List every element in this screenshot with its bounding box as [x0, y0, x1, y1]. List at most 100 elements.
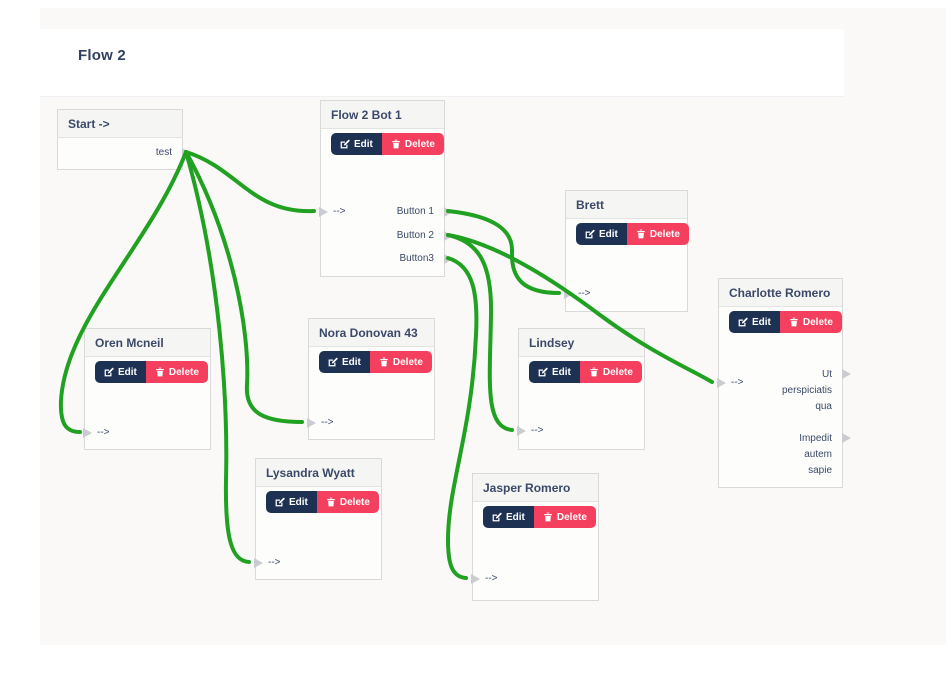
node-actions: Edit Delete [483, 506, 596, 528]
edit-icon [538, 367, 548, 377]
node-title: Oren Mcneil [85, 329, 210, 357]
delete-button-label: Delete [802, 316, 833, 328]
delete-button[interactable]: Delete [145, 361, 208, 383]
edit-button-label: Edit [342, 356, 361, 368]
flow-node-start[interactable]: Start -> test [57, 109, 191, 170]
edit-button-label: Edit [752, 316, 771, 328]
input-port-label: --> [578, 288, 591, 299]
output-connector-icon[interactable] [444, 207, 453, 217]
input-port-label: --> [268, 557, 281, 568]
edit-button-label: Edit [289, 496, 308, 508]
delete-button[interactable]: Delete [626, 223, 689, 245]
trash-icon [392, 139, 400, 149]
input-connector-icon[interactable] [307, 418, 316, 428]
edit-button[interactable]: Edit [529, 361, 580, 383]
edit-button-label: Edit [354, 138, 373, 150]
delete-button-label: Delete [649, 228, 680, 240]
delete-button-label: Delete [556, 511, 587, 523]
node-actions: Edit Delete [319, 351, 432, 373]
input-connector-icon[interactable] [83, 428, 92, 438]
output-connector-icon[interactable] [842, 433, 851, 443]
input-port-label: --> [485, 573, 498, 584]
edit-button[interactable]: Edit [483, 506, 534, 528]
flow-node-bot[interactable]: Flow 2 Bot 1 Edit Delete --> Button 1 Button … [319, 100, 453, 277]
delete-button-label: Delete [404, 138, 435, 150]
delete-button-label: Delete [339, 496, 370, 508]
node-actions: Edit Delete [529, 361, 642, 383]
node-actions: Edit Delete [331, 133, 444, 155]
trash-icon [790, 317, 798, 327]
delete-button[interactable]: Delete [533, 506, 596, 528]
delete-button[interactable]: Delete [369, 351, 432, 373]
node-title: Lindsey [519, 329, 644, 357]
page-title: Flow 2 [78, 47, 126, 64]
trash-icon [327, 497, 335, 507]
output-port-label: Button 1 [396, 206, 434, 217]
output-port-label: test [155, 147, 172, 158]
trash-icon [590, 367, 598, 377]
node-title: Lysandra Wyatt [256, 459, 381, 487]
node-title: Charlotte Romero [719, 279, 842, 307]
node-title: Flow 2 Bot 1 [321, 101, 444, 129]
edit-button-label: Edit [506, 511, 525, 523]
trash-icon [544, 512, 552, 522]
output-port-label: Ut perspiciatis qua [781, 369, 832, 412]
delete-button[interactable]: Delete [381, 133, 444, 155]
edit-button[interactable]: Edit [576, 223, 627, 245]
node-actions: Edit Delete [95, 361, 208, 383]
trash-icon [156, 367, 164, 377]
input-connector-icon[interactable] [471, 574, 480, 584]
node-actions: Edit Delete [576, 223, 689, 245]
input-port-label: --> [531, 425, 544, 436]
input-connector-icon[interactable] [319, 207, 328, 217]
output-connector-icon[interactable] [444, 231, 453, 241]
flow-header: Flow 2 [40, 29, 844, 97]
delete-button[interactable]: Delete [779, 311, 842, 333]
edit-button[interactable]: Edit [729, 311, 780, 333]
edit-button-label: Edit [118, 366, 137, 378]
node-actions: Edit Delete [266, 491, 379, 513]
edit-icon [275, 497, 285, 507]
input-port-label: --> [97, 427, 110, 438]
output-connector-icon[interactable] [182, 148, 191, 158]
edit-icon [328, 357, 338, 367]
edit-icon [492, 512, 502, 522]
input-port-label: --> [731, 377, 744, 388]
output-port-label: Impedit autem sapie [799, 433, 832, 476]
delete-button-label: Delete [602, 366, 633, 378]
input-connector-icon[interactable] [517, 426, 526, 436]
output-connector-icon[interactable] [444, 254, 453, 264]
edit-icon [104, 367, 114, 377]
edit-button[interactable]: Edit [266, 491, 317, 513]
input-connector-icon[interactable] [564, 289, 573, 299]
edit-icon [340, 139, 350, 149]
input-port-label: --> [321, 417, 334, 428]
delete-button-label: Delete [392, 356, 423, 368]
input-connector-icon[interactable] [254, 558, 263, 568]
node-title: Jasper Romero [473, 474, 598, 502]
edit-button[interactable]: Edit [331, 133, 382, 155]
node-actions: Edit Delete [729, 311, 842, 333]
edit-icon [585, 229, 595, 239]
delete-button[interactable]: Delete [316, 491, 379, 513]
output-connector-icon[interactable] [842, 369, 851, 379]
edit-button[interactable]: Edit [319, 351, 370, 373]
edit-icon [738, 317, 748, 327]
output-port-label: Button 2 [396, 230, 434, 241]
node-title: Start -> [58, 110, 182, 138]
input-port-label: --> [333, 206, 346, 217]
delete-button[interactable]: Delete [579, 361, 642, 383]
trash-icon [637, 229, 645, 239]
edit-button[interactable]: Edit [95, 361, 146, 383]
input-connector-icon[interactable] [717, 378, 726, 388]
output-port-label: Button3 [399, 253, 434, 264]
